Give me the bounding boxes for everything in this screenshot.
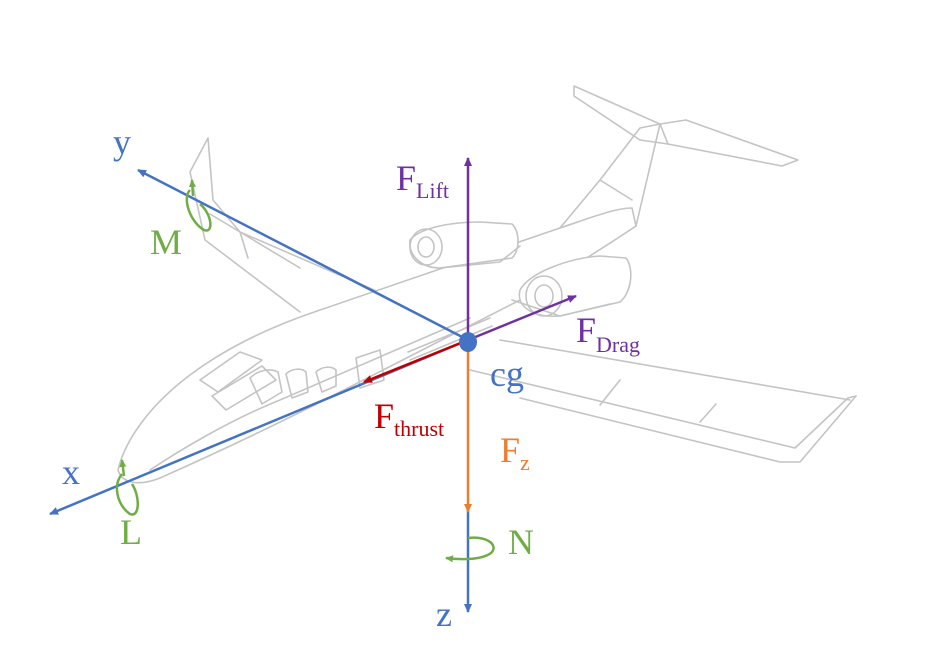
thrust-arrow	[363, 338, 469, 384]
forces	[363, 157, 577, 513]
drag-label: FDrag	[576, 310, 640, 357]
m-moment-label: M	[150, 222, 182, 262]
l-moment-label: L	[120, 512, 142, 552]
horizontal-stabilizer	[573, 85, 799, 167]
labels: y x z M L N FLift FDrag Fthrust Fz cg	[62, 122, 640, 634]
near-engine	[511, 255, 632, 317]
z-axis-label: z	[436, 594, 452, 634]
y-axis-arrow	[137, 168, 469, 342]
drag-arrow	[467, 294, 577, 342]
fz-label: Fz	[500, 430, 530, 475]
n-moment-arrow	[445, 536, 495, 563]
n-moment-label: N	[508, 522, 534, 562]
thrust-label: Fthrust	[374, 396, 444, 441]
m-moment-arrow	[185, 189, 212, 232]
far-wing	[189, 137, 389, 313]
aircraft-outline	[117, 85, 857, 484]
x-axis-label: x	[62, 452, 80, 492]
l-moment-arrow	[115, 473, 139, 516]
cg-point	[459, 332, 477, 352]
far-engine	[409, 221, 521, 269]
cg-label: cg	[490, 354, 524, 394]
lift-label: FLift	[396, 158, 449, 203]
vertical-tail	[559, 123, 661, 229]
near-wing	[469, 369, 857, 463]
moments	[115, 179, 495, 563]
y-axis-label: y	[113, 122, 131, 162]
